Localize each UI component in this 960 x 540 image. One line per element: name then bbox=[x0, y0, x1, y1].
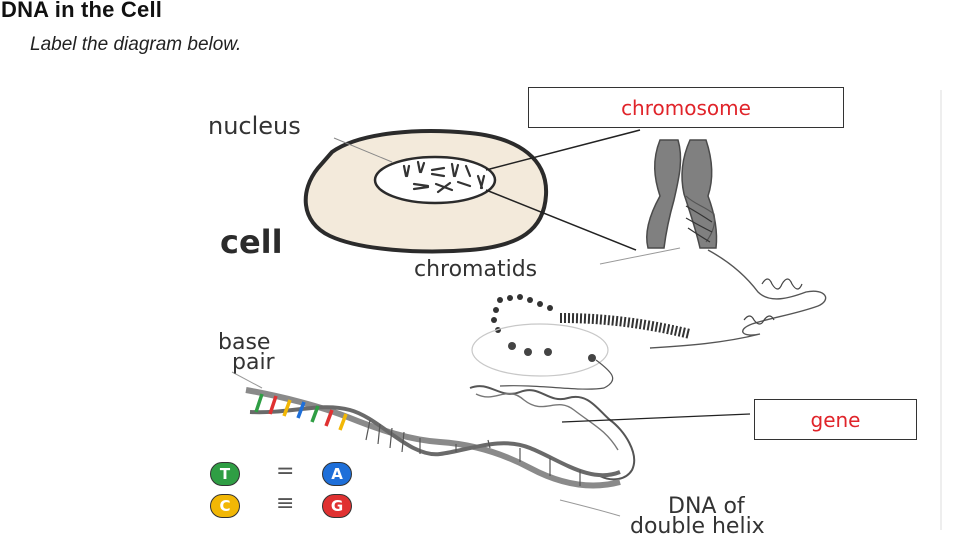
nucleus-label: nucleus bbox=[208, 112, 301, 140]
chromatid-pointer bbox=[485, 189, 637, 251]
chromosome-shape bbox=[646, 139, 718, 249]
coil-loops bbox=[743, 278, 803, 325]
cytosine-chip: C bbox=[210, 494, 240, 518]
adenine-chip: A bbox=[322, 462, 352, 486]
nucleus-shape bbox=[373, 155, 497, 205]
guanine-chip: G bbox=[322, 494, 352, 518]
gene-answer-box[interactable]: gene bbox=[754, 399, 917, 440]
chromosome-answer-box[interactable]: chromosome bbox=[528, 87, 844, 128]
cell-label: cell bbox=[220, 223, 283, 261]
nucleus-pointer bbox=[333, 137, 393, 163]
base-pair-label-line1: base bbox=[218, 330, 271, 355]
nucleosome-loop bbox=[471, 323, 609, 377]
nucleosome-beads bbox=[491, 294, 553, 333]
base-pair-label-line2: pair bbox=[232, 350, 275, 375]
triple-bond-symbol: ≡ bbox=[276, 491, 295, 516]
dna-label-line1: DNA of bbox=[668, 494, 745, 519]
dna-double-helix bbox=[231, 371, 621, 517]
thymine-chip: T bbox=[210, 462, 240, 486]
gene-pointer bbox=[561, 413, 751, 423]
histone-beads bbox=[508, 342, 596, 362]
double-bond-symbol: = bbox=[276, 459, 295, 484]
chromosome-pointer bbox=[485, 129, 641, 171]
instruction-text: Label the diagram below. bbox=[30, 34, 242, 55]
gene-answer-text: gene bbox=[810, 407, 861, 432]
nucleus-chromosomes bbox=[402, 160, 486, 194]
edge-divider bbox=[940, 90, 942, 530]
chromatids-label: chromatids bbox=[414, 257, 538, 282]
chromatin-thread bbox=[649, 249, 827, 349]
page-title: DNA in the Cell bbox=[1, 0, 163, 22]
chromatin-fiber bbox=[559, 313, 692, 339]
gene-helix bbox=[469, 385, 635, 481]
dna-label-line2: double helix bbox=[630, 514, 765, 539]
chromatids-label-pointer bbox=[599, 247, 681, 265]
chromosome-answer-text: chromosome bbox=[621, 95, 751, 120]
